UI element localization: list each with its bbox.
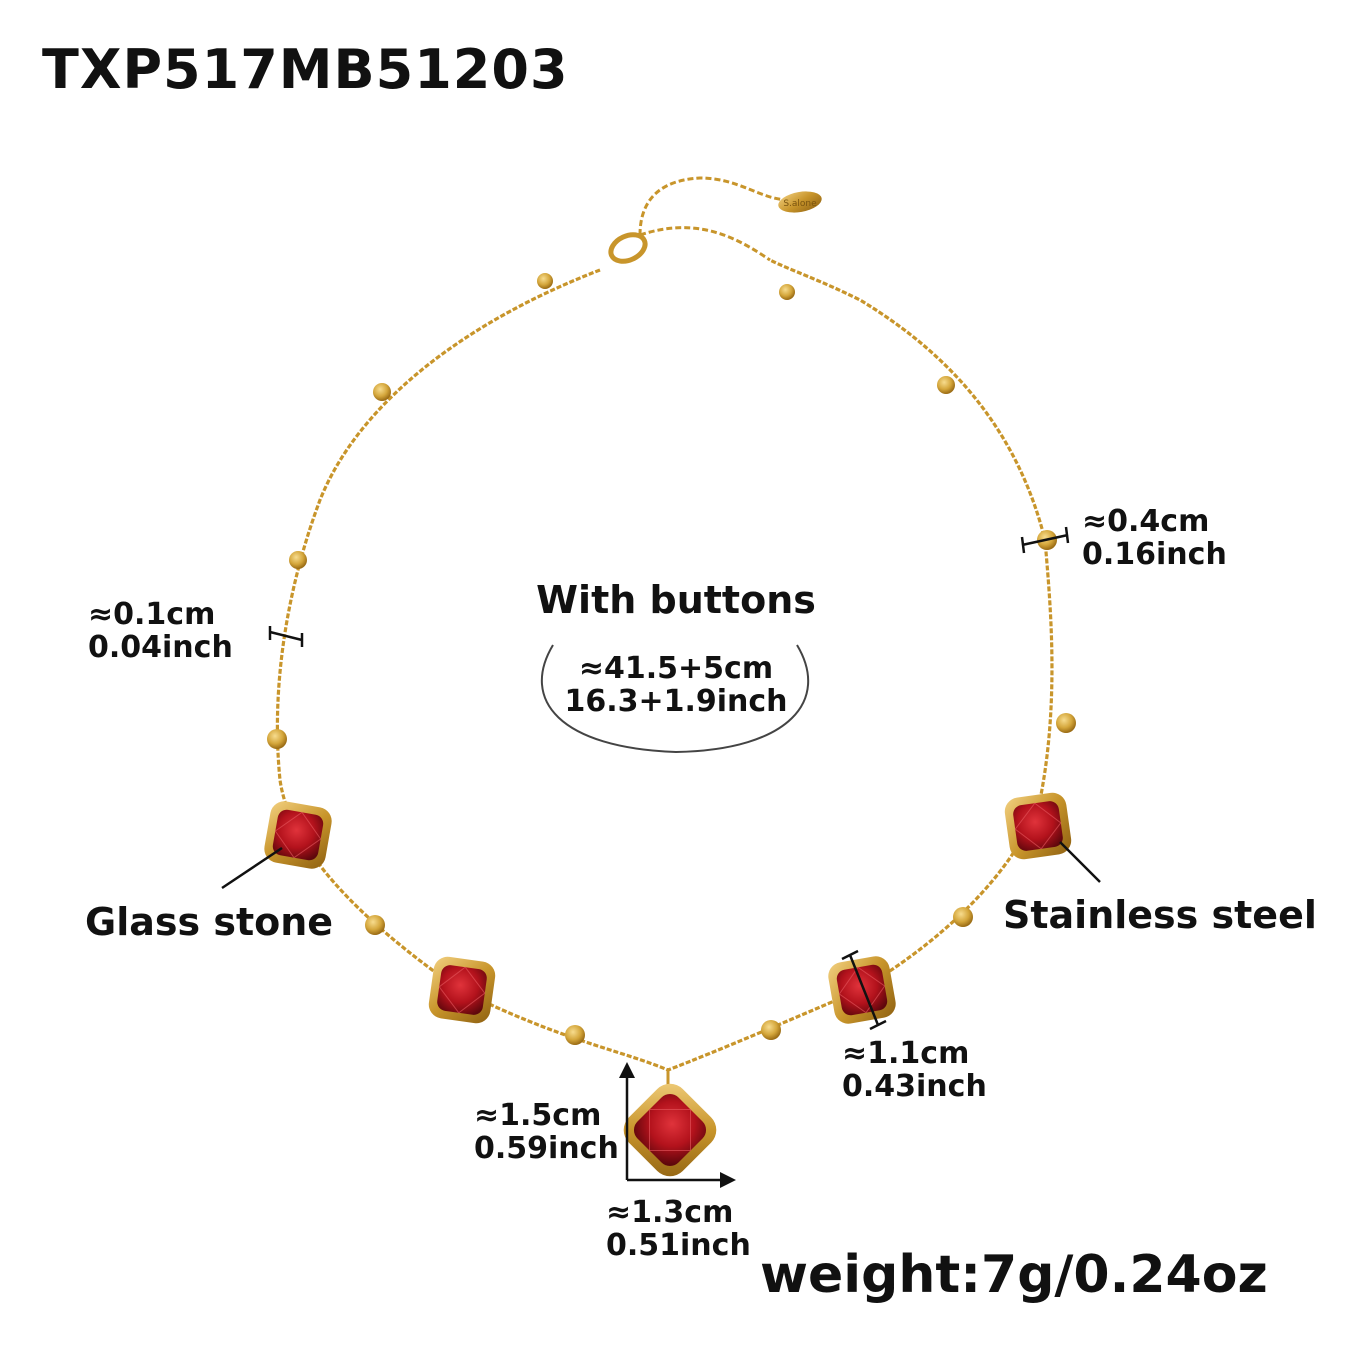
clasp-tag [778, 191, 822, 213]
length-measurement: ≈41.5+5cm 16.3+1.9inch [526, 652, 826, 718]
bead [565, 1025, 585, 1045]
glass-stone-leader [221, 846, 283, 890]
glass-stone [1004, 792, 1072, 860]
chain-width-inch: 0.04inch [88, 630, 233, 665]
length-title: With buttons [536, 578, 816, 622]
glass-stone [828, 956, 896, 1024]
pendant-width-label: ≈1.3cm 0.51inch [606, 1196, 751, 1262]
bead [779, 284, 795, 300]
bead [1056, 713, 1076, 733]
pendant-stone [623, 1083, 717, 1177]
stone-size-inch: 0.43inch [842, 1069, 987, 1104]
length-inch: 16.3+1.9inch [564, 684, 788, 719]
length-arc [540, 644, 810, 754]
chain-width-marker [268, 626, 304, 647]
bead [953, 907, 973, 927]
bead [365, 915, 385, 935]
stone-size-label: ≈1.1cm 0.43inch [842, 1037, 987, 1103]
bead [373, 383, 391, 401]
stone-size-cm: ≈1.1cm [842, 1036, 970, 1071]
bead [937, 376, 955, 394]
chain-width-cm: ≈0.1cm [88, 597, 216, 632]
bead-size-marker [1020, 526, 1070, 554]
glass-stone [428, 956, 496, 1024]
pendant-width-cm: ≈1.3cm [606, 1195, 734, 1230]
bead [537, 273, 553, 289]
pendant-height-label: ≈1.5cm 0.59inch [474, 1099, 619, 1165]
glass-stone-label: Glass stone [85, 900, 334, 944]
bead-size-cm: ≈0.4cm [1082, 504, 1210, 539]
clasp-tag-text: S.alone [783, 199, 817, 209]
pendant-dimension-arrows [619, 1062, 736, 1188]
bead [267, 729, 287, 749]
bead-size-label: ≈0.4cm 0.16inch [1082, 505, 1227, 571]
stainless-steel-leader [1059, 841, 1101, 883]
stainless-steel-label: Stainless steel [1003, 893, 1317, 937]
bead-size-inch: 0.16inch [1082, 537, 1227, 572]
pendant-height-inch: 0.59inch [474, 1131, 619, 1166]
bead [289, 551, 307, 569]
length-cm: ≈41.5+5cm [578, 651, 774, 686]
bead [761, 1020, 781, 1040]
chain-width-label: ≈0.1cm 0.04inch [88, 598, 233, 664]
stone-size-marker [841, 949, 887, 1031]
pendant-width-inch: 0.51inch [606, 1228, 751, 1263]
glass-stone [264, 801, 332, 869]
pendant-height-cm: ≈1.5cm [474, 1098, 602, 1133]
lobster-clasp [608, 232, 648, 264]
extender-chain [638, 176, 791, 236]
weight-label: weight:7g/0.24oz [760, 1245, 1268, 1305]
product-code: TXP517MB51203 [42, 38, 569, 101]
